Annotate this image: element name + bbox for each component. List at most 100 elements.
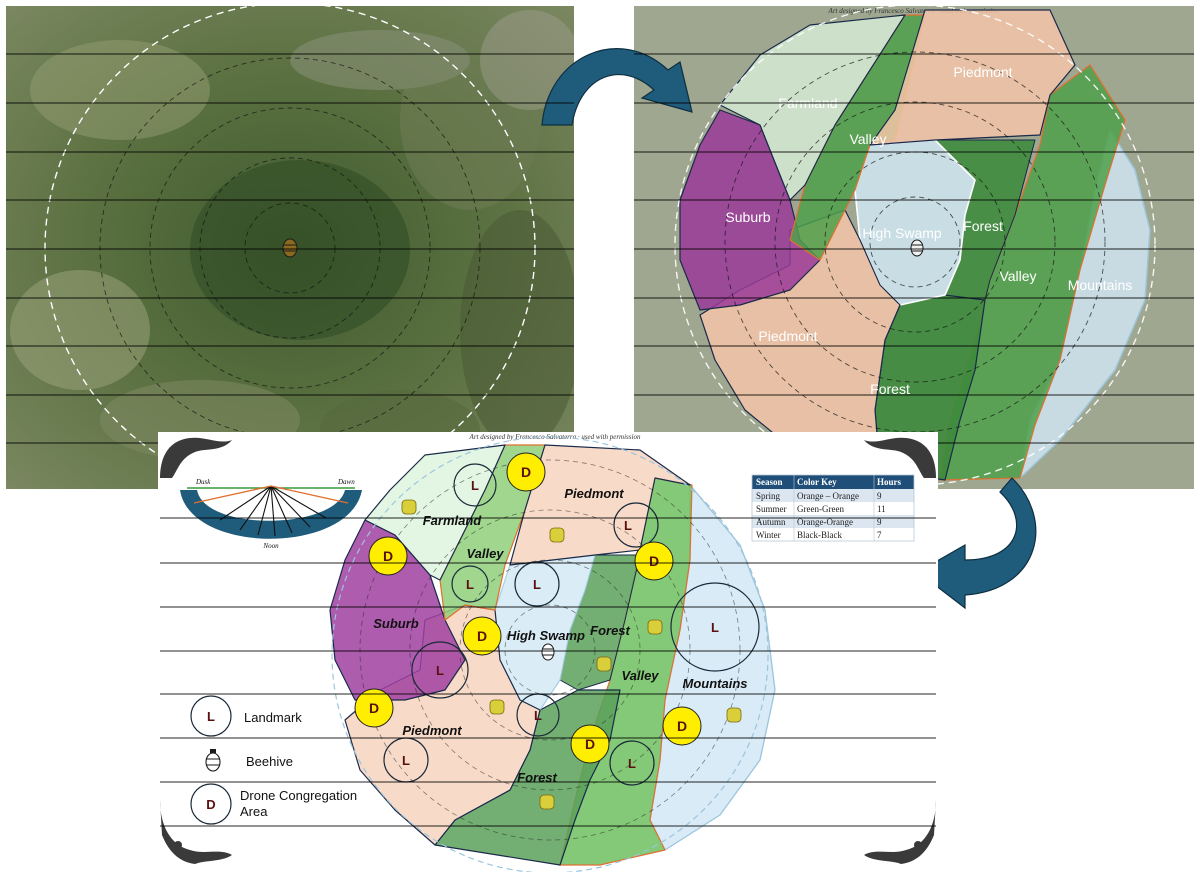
sun-path-diagram: Dusk Dawn Noon (180, 478, 362, 550)
svg-text:D: D (649, 553, 659, 569)
landmark-marker: L (670, 582, 760, 672)
label-piedmont-north-b: Piedmont (953, 64, 1012, 80)
beehive-icon (401, 499, 417, 515)
label-forest-c: Forest (590, 623, 630, 638)
legend-beehive-label: Beehive (246, 754, 293, 769)
zone-high-swamp (854, 139, 976, 306)
beehive-icon (647, 619, 663, 635)
drone-area-marker: D (506, 452, 546, 492)
svg-text:L: L (402, 753, 410, 768)
svg-text:D: D (521, 464, 531, 480)
color-key-cell: Green-Green (797, 504, 844, 514)
label-piedmont-south-b: Piedmont (758, 328, 817, 344)
legend-row-drone: Drone Congregation Area (232, 788, 372, 820)
ornament-corner-icon (864, 437, 936, 478)
season-table-header-cell: Hours (877, 477, 902, 487)
zone-piedmont-north (869, 9, 1076, 146)
final-map-panel: Art designed by Francesco Salvaterra · u… (158, 432, 938, 872)
landmark-marker: L (411, 641, 469, 699)
drone-area-marker: D (570, 724, 610, 764)
drone-area-marker: D (462, 616, 502, 656)
svg-text:L: L (436, 663, 444, 678)
legend-landmark-label: Landmark (244, 710, 302, 725)
svg-text:L: L (533, 577, 541, 592)
svg-text:L: L (534, 708, 542, 723)
arrow-a-to-b (541, 48, 693, 126)
label-suburb-b: Suburb (725, 209, 770, 225)
drone-area-marker: D (662, 706, 702, 746)
zone-farmland-c (364, 444, 506, 581)
season-cell: Spring (756, 491, 781, 501)
ornament-corner-icon (160, 437, 232, 478)
svg-text:D: D (585, 736, 595, 752)
sun-rays (219, 485, 327, 537)
season-cell: Autumn (756, 517, 786, 527)
drone-areas: D D D D D D D (354, 452, 702, 764)
beehive-icon (539, 794, 555, 810)
label-valley-east-c: Valley (621, 668, 659, 683)
label-valley-north-c: Valley (466, 546, 504, 561)
outer-range-ring (44, 6, 536, 489)
beehive-icon (541, 643, 555, 661)
season-table-header-cell: Season (756, 477, 783, 487)
label-mountains-b: Mountains (1068, 277, 1133, 293)
svg-text:D: D (677, 718, 687, 734)
zone-labels-c: Farmland Piedmont Valley Suburb High Swa… (373, 486, 747, 785)
drone-area-marker: D (368, 536, 408, 576)
zone-labels-b: Farmland Piedmont Valley Suburb High Swa… (725, 64, 1132, 397)
zone-valley-east (939, 64, 1126, 481)
legend-drone-symbol (190, 783, 232, 825)
svg-text:D: D (369, 700, 379, 716)
label-valley-east-b: Valley (999, 268, 1036, 284)
landmark-marker: L (514, 561, 560, 607)
beehive-icon (596, 656, 612, 672)
zone-farmland (719, 14, 906, 201)
sun-path-arc (180, 490, 362, 539)
legend-row-beehive: Beehive (238, 754, 293, 770)
legend-row-landmark: Landmark (236, 710, 302, 726)
label-farmland-c: Farmland (423, 513, 483, 528)
legend-drone-letter: D (206, 797, 215, 812)
svg-text:L: L (628, 756, 636, 771)
label-forest-south-b: Forest (870, 381, 910, 397)
season-cell: Winter (756, 530, 781, 540)
svg-text:L: L (466, 577, 474, 592)
hive-markers (401, 499, 742, 810)
art-credit-b: Art designed by Francesco Salvaterra · u… (828, 7, 1000, 15)
season-table: Season Color Key Hours Spring Orange – O… (751, 474, 915, 542)
hours-cell: 9 (877, 491, 882, 501)
color-key-cell: Black-Black (797, 530, 842, 540)
label-high-swamp-c: High Swamp (507, 628, 585, 643)
svg-text:L: L (711, 620, 719, 635)
drone-area-marker: D (634, 541, 674, 581)
legend-drone-label: Drone Congregation Area (240, 788, 358, 819)
label-forest-south-c: Forest (517, 770, 557, 785)
svg-text:D: D (383, 548, 393, 564)
label-valley-north-b: Valley (849, 131, 886, 147)
beehive-icon (282, 238, 298, 258)
legend-symbols: L D (190, 695, 232, 825)
zone-overlay-panel: Art designed by Francesco Salvaterra · u… (634, 6, 1194, 489)
label-suburb-c: Suburb (373, 616, 419, 631)
beehive-icon (726, 707, 742, 723)
beehive-icon (205, 749, 221, 772)
landmark-marker: L (453, 463, 497, 507)
horizontal-rule-lines (6, 53, 1194, 827)
ornament-corner-icon (864, 800, 936, 864)
landmark-marker: L (613, 502, 659, 548)
landmark-marker: L (451, 565, 489, 603)
legend-landmark-letter: L (207, 709, 215, 724)
drone-area-marker: D (354, 688, 394, 728)
beehive-icon (549, 527, 565, 543)
label-mountains-c: Mountains (683, 676, 748, 691)
beehive-icon (489, 699, 505, 715)
dawn-label: Dawn (337, 478, 355, 486)
season-table-header-cell: Color Key (797, 477, 837, 487)
hours-cell: 11 (877, 504, 886, 514)
color-key-cell: Orange-Orange (797, 517, 853, 527)
dusk-label: Dusk (195, 478, 211, 486)
label-piedmont-north-c: Piedmont (564, 486, 624, 501)
label-high-swamp-b: High Swamp (862, 225, 942, 241)
ornament-corner-icon (160, 800, 232, 864)
